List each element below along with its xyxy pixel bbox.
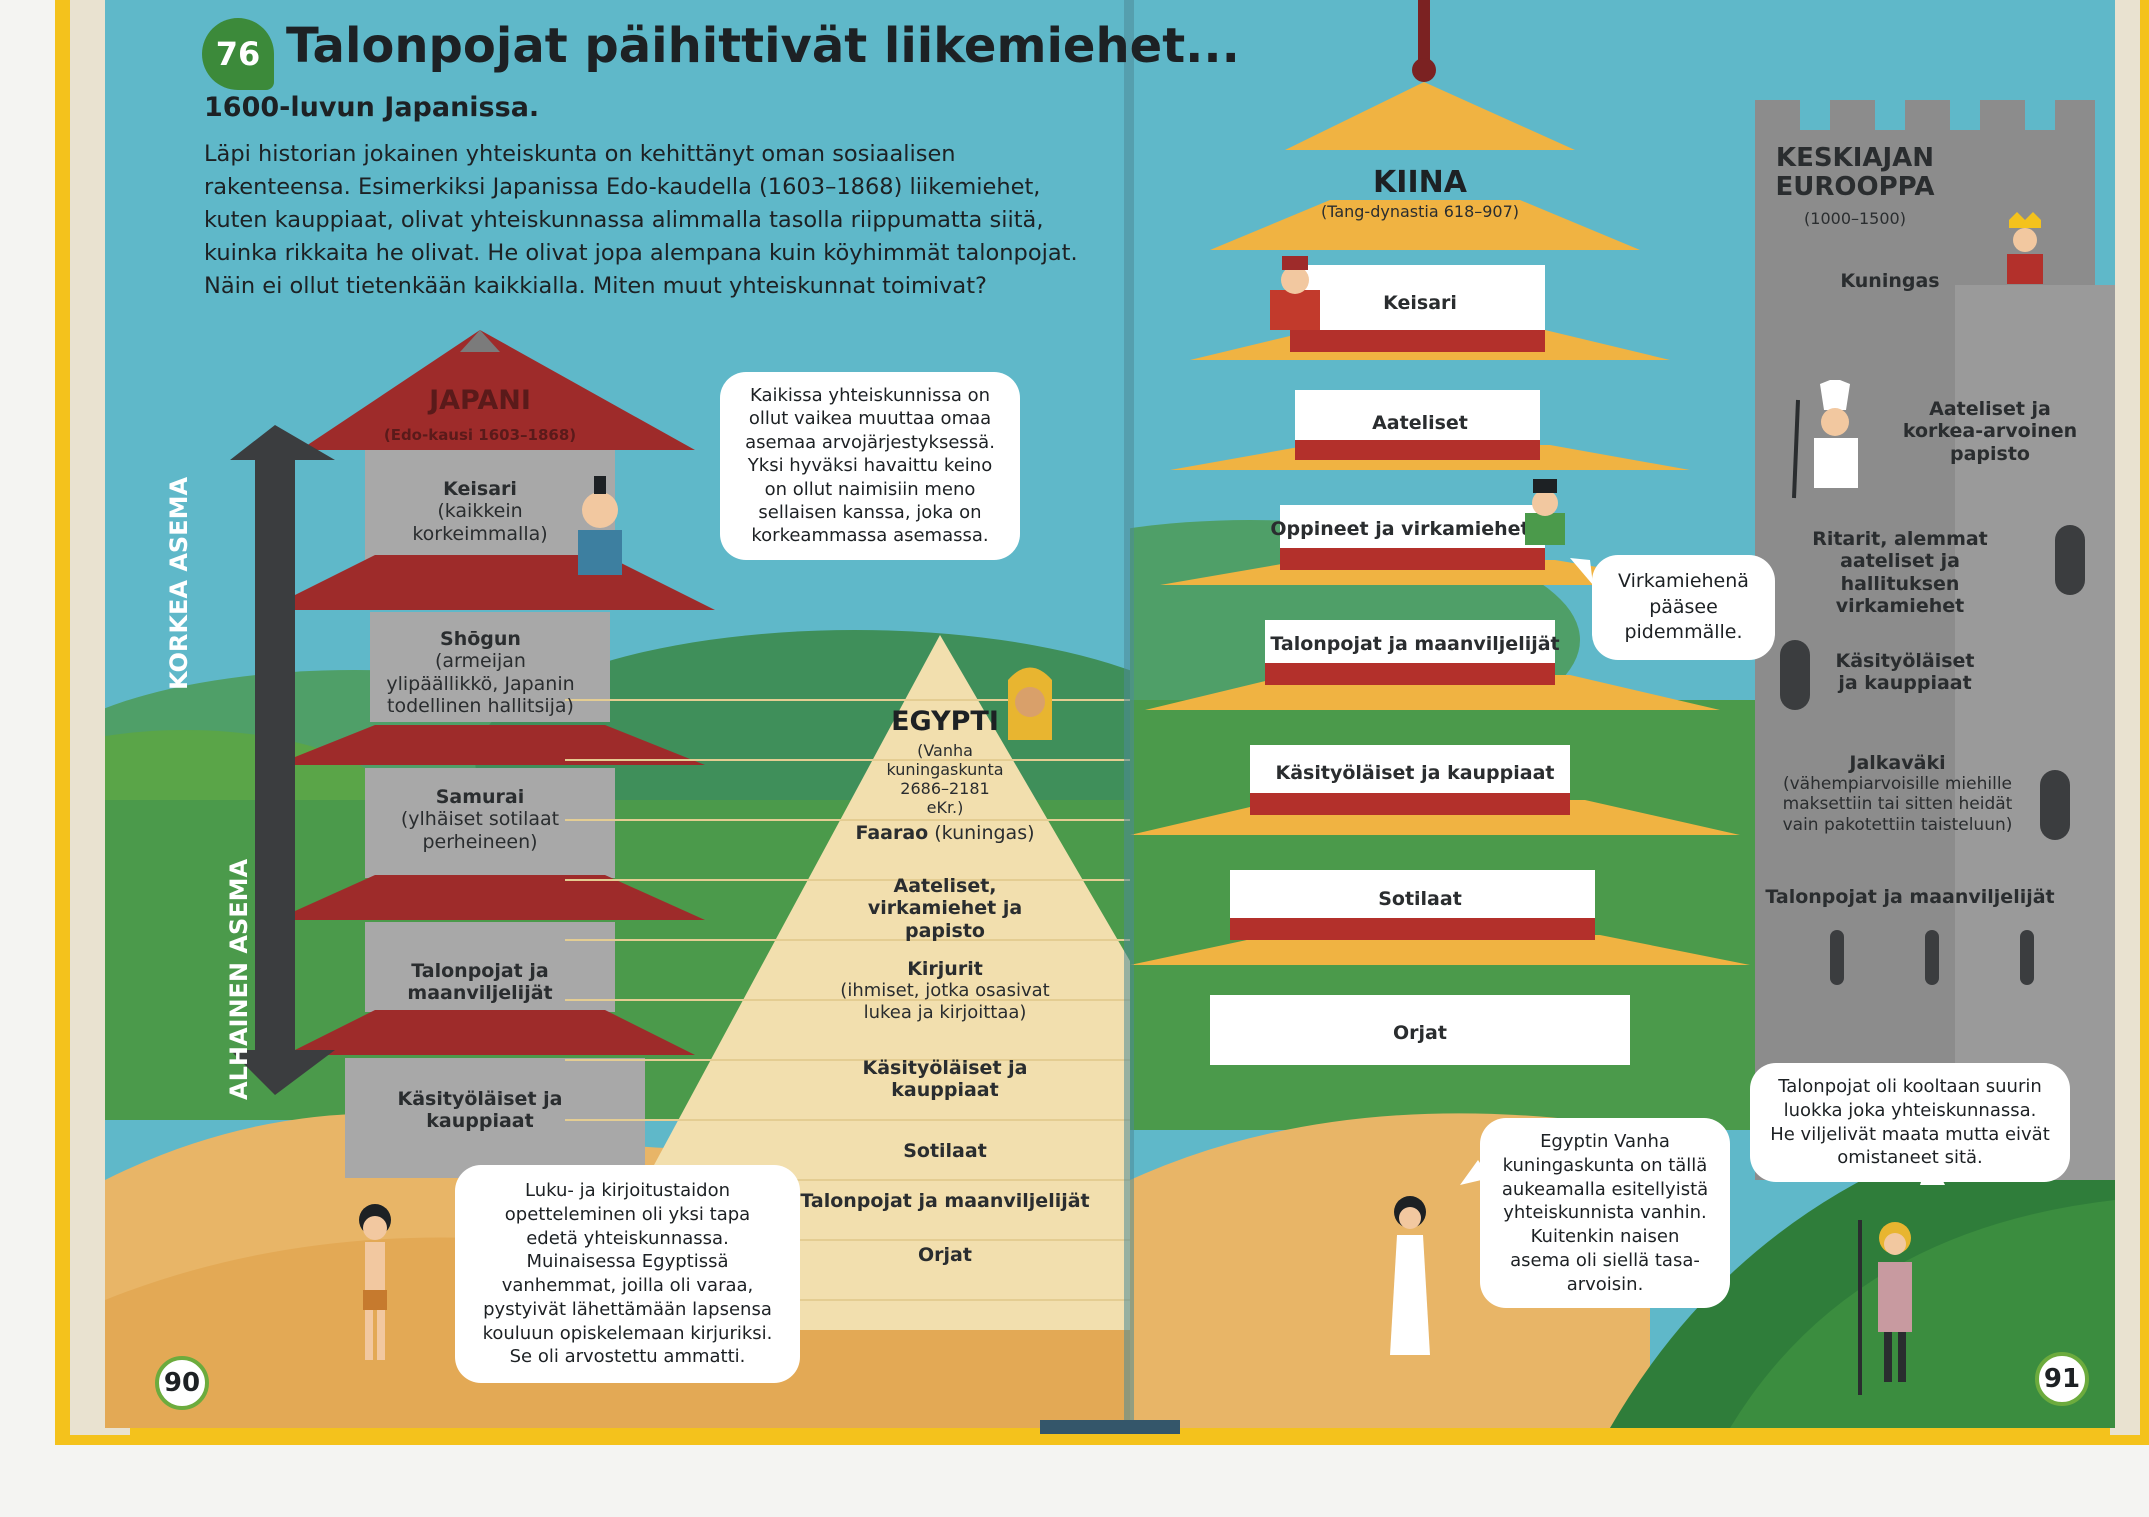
- intro-line: Näin ei ollut tietenkään kaikkialla. Mit…: [204, 273, 987, 299]
- japan-level-shogun: Shōgun (armeijan ylipäällikkö, Japanin t…: [386, 628, 575, 718]
- right-page: [1130, 0, 2115, 1428]
- speech-bubble-peasants: Talonpojat oli kooltaan suurin luokka jo…: [1750, 1063, 2070, 1182]
- japan-period: (Edo-kausi 1603–1868): [383, 426, 577, 444]
- europe-level-knights: Ritarit, alemmat aateliset ja hallitukse…: [1812, 528, 1988, 618]
- page-number-left: 90: [155, 1356, 209, 1410]
- european-king-figure: [2007, 212, 2043, 284]
- chapter-number: 76: [215, 35, 261, 73]
- egypt-level-scribes: Kirjurit (ihmiset, jotka osasivat lukea …: [840, 958, 1050, 1023]
- book-spine-fold: [1124, 0, 1134, 1428]
- egypt-level-soldiers: Sotilaat: [903, 1140, 987, 1162]
- japan-title: JAPANI: [429, 385, 531, 416]
- page-number-right: 91: [2035, 1352, 2089, 1406]
- intro-line: Läpi historian jokainen yhteiskunta on k…: [204, 141, 956, 167]
- europe-level-king: Kuningas: [1840, 270, 1940, 292]
- japan-level-peasants: Talonpojat ja maanviljelijät: [407, 960, 553, 1005]
- arrow-label-low: ALHAINEN ASEMA: [225, 858, 253, 1100]
- speech-bubble-official: Virkamiehenä pääsee pidemmälle.: [1592, 555, 1775, 660]
- egypt-level-peasants: Talonpojat ja maanviljelijät: [800, 1190, 1090, 1212]
- egypt-level-craftsmen: Käsityöläiset ja kauppiaat: [862, 1057, 1028, 1102]
- speech-bubble-scribes: Luku- ja kirjoitustaidon opetteleminen o…: [455, 1165, 800, 1383]
- egypt-level-slaves: Orjat: [918, 1244, 972, 1266]
- speech-bubble-social-mobility: Kaikissa yhteiskunnissa on ollut vaikea …: [720, 372, 1020, 560]
- japan-level-merchants: Käsityöläiset ja kauppiaat: [397, 1088, 563, 1133]
- europe-level-nobles: Aateliset ja korkea-arvoinen papisto: [1902, 398, 2078, 465]
- china-level-slaves: Orjat: [1393, 1022, 1447, 1044]
- europe-level-infantry: Jalkaväki (vähempiarvoisille miehille ma…: [1782, 752, 2013, 835]
- china-level-scholars: Oppineet ja virkamiehet: [1270, 518, 1530, 540]
- japan-level-emperor: Keisari (kaikkein korkeimmalla): [412, 478, 548, 545]
- speech-bubble-women: Egyptin Vanha kuningaskunta on tällä auk…: [1480, 1118, 1730, 1309]
- right-page-scenery: [1130, 0, 2115, 1428]
- intro-line: kuinka rikkaita he olivat. He olivat jop…: [204, 240, 1078, 266]
- japanese-emperor-figure: [578, 476, 622, 575]
- egypt-level-pharaoh: Faarao (kuningas): [855, 822, 1035, 844]
- intro-line: kuten kauppiaat, olivat yhteiskunnassa a…: [204, 207, 1044, 233]
- arrow-label-high: KORKEA ASEMA: [165, 476, 193, 690]
- china-title: KIINA: [1373, 165, 1467, 200]
- book-spine-bottom: [1040, 1420, 1180, 1434]
- right-page-stack: [2110, 0, 2140, 1435]
- egyptian-woman-figure: [1390, 1196, 1430, 1355]
- china-level-craftsmen: Käsityöläiset ja kauppiaat: [1275, 762, 1555, 784]
- left-page: [105, 0, 1130, 1428]
- europe-period: (1000–1500): [1804, 209, 1906, 228]
- chapter-badge: 76: [202, 18, 274, 90]
- egyptian-boy-figure: [359, 1204, 391, 1360]
- european-bishop-figure: [1792, 380, 1858, 499]
- china-level-peasants: Talonpojat ja maanviljelijät: [1270, 633, 1560, 655]
- europe-title: KESKIAJAN EUROOPPA: [1775, 143, 1935, 202]
- china-level-nobles: Aateliset: [1372, 412, 1468, 434]
- egypt-level-nobles: Aateliset, virkamiehet ja papisto: [867, 875, 1023, 942]
- intro-text: Läpi historian jokainen yhteiskunta on k…: [204, 138, 1104, 303]
- china-level-soldiers: Sotilaat: [1378, 888, 1462, 910]
- egypt-period: (Vanha kuningaskunta 2686–2181 eKr.): [886, 741, 1004, 817]
- egyptian-pharaoh-figure: [1008, 667, 1052, 740]
- european-peasant-figure: [1858, 1220, 1912, 1395]
- china-level-emperor: Keisari: [1383, 292, 1457, 314]
- europe-level-peasants: Talonpojat ja maanviljelijät: [1765, 886, 2055, 908]
- egypt-title: EGYPTI: [891, 706, 999, 737]
- europe-level-craftsmen: Käsityöläiset ja kauppiaat: [1835, 650, 1975, 695]
- intro-line: rakenteensa. Esimerkiksi Japanissa Edo-k…: [204, 174, 1041, 200]
- page-title: Talonpojat päihittivät liikemiehet...: [286, 18, 1240, 74]
- chinese-official-figure: [1525, 479, 1565, 545]
- page-subtitle: 1600-luvun Japanissa.: [204, 92, 540, 123]
- chinese-emperor-figure: [1270, 256, 1320, 330]
- japan-level-samurai: Samurai (ylhäiset sotilaat perheineen): [400, 786, 560, 853]
- china-period: (Tang-dynastia 618–907): [1320, 202, 1520, 221]
